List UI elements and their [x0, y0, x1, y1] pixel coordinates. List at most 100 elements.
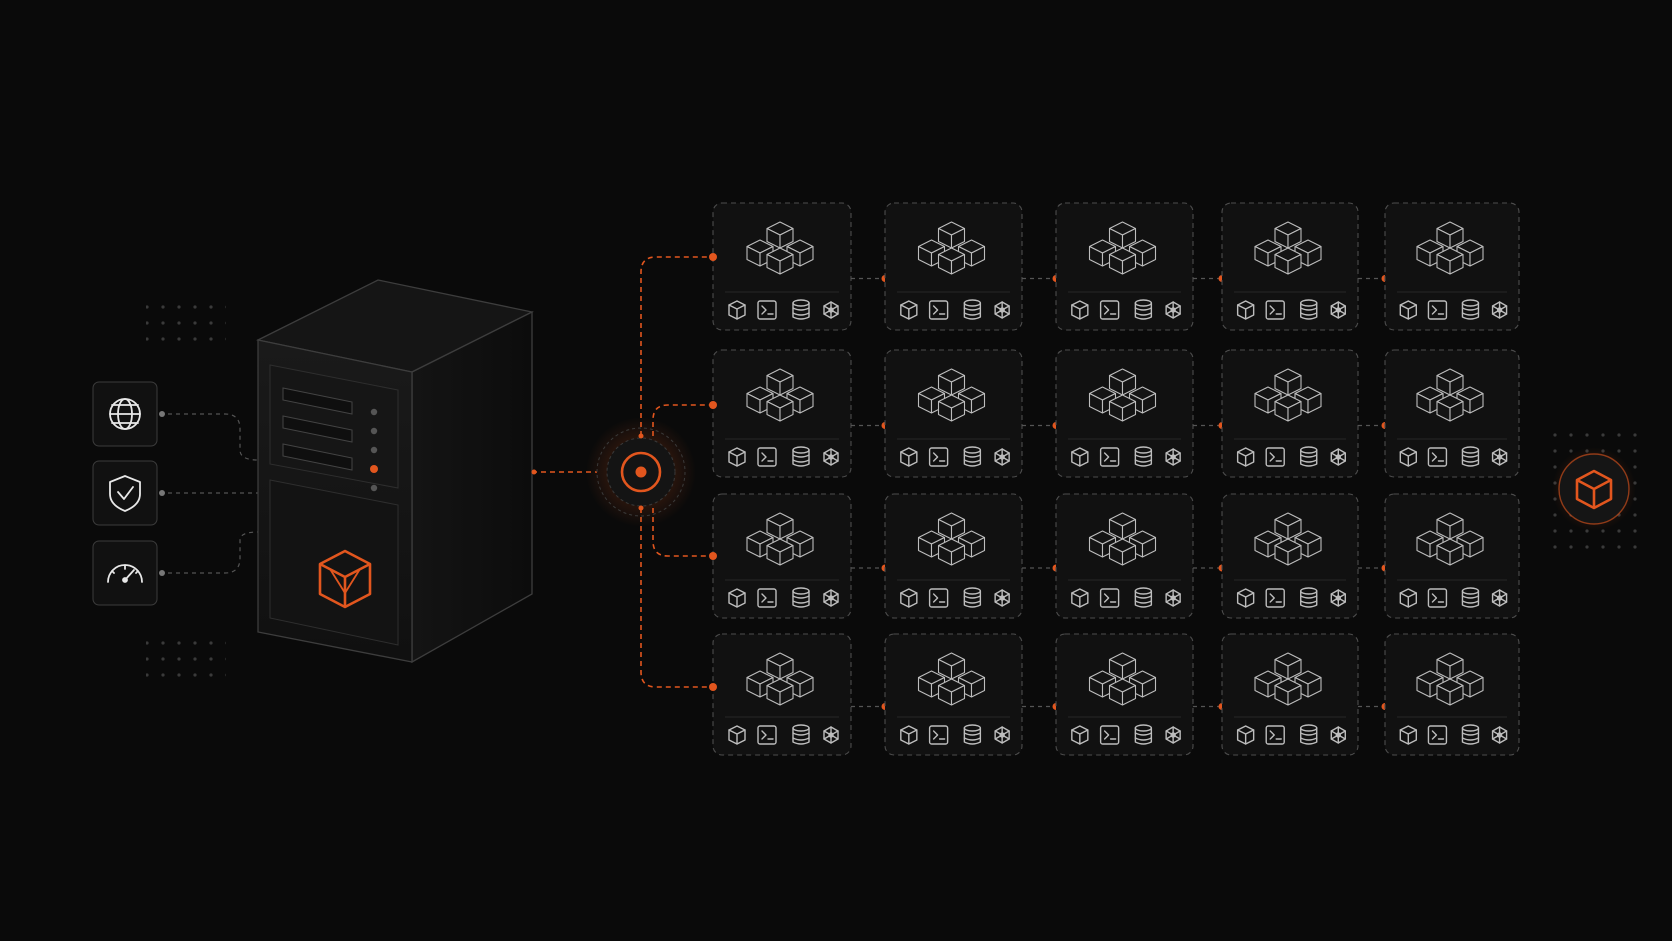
stacked-cubes-icon: [917, 221, 986, 275]
database-icon: [1300, 446, 1318, 467]
terminal-icon: [1099, 588, 1120, 608]
row-entry-dot: [709, 253, 717, 261]
stacked-cubes-icon: [1088, 652, 1157, 706]
database-icon: [1134, 724, 1153, 745]
network-icon: [994, 589, 1010, 607]
database-icon: [792, 587, 810, 608]
cube-output-icon: [1575, 469, 1613, 510]
network-icon: [1330, 301, 1346, 319]
left-icon-tile-speedometer: [92, 540, 158, 606]
box-icon: [728, 300, 746, 320]
stacked-cubes-icon: [746, 512, 814, 566]
box-icon: [900, 447, 918, 467]
database-icon: [1461, 446, 1480, 467]
stacked-cubes-icon: [1416, 652, 1484, 706]
container-cell: [1384, 202, 1520, 331]
stacked-cubes-icon: [1416, 221, 1484, 275]
hub-node: [586, 417, 696, 527]
database-icon: [963, 299, 982, 320]
network-icon: [823, 726, 839, 744]
database-icon: [1300, 724, 1318, 745]
stacked-cubes-icon: [917, 652, 986, 706]
server-status-leds: [370, 408, 378, 492]
terminal-icon: [1427, 725, 1448, 745]
terminal-icon: [1099, 300, 1120, 320]
box-icon: [900, 300, 918, 320]
database-icon: [1134, 299, 1153, 320]
stacked-cubes-icon: [746, 652, 814, 706]
container-cell: [1221, 349, 1359, 478]
terminal-icon: [1427, 588, 1448, 608]
container-cell: [1384, 493, 1520, 619]
container-cell: [712, 349, 852, 478]
terminal-icon: [928, 588, 949, 608]
terminal-icon: [757, 725, 777, 745]
container-cell: [1384, 349, 1520, 478]
network-icon: [1330, 726, 1346, 744]
terminal-icon: [1265, 588, 1285, 608]
box-icon: [728, 588, 746, 608]
box-icon: [1236, 447, 1255, 467]
row-entry-dot: [709, 683, 717, 691]
container-cell: [1055, 493, 1194, 619]
container-cell: [1384, 633, 1520, 756]
network-icon: [994, 301, 1010, 319]
globe-icon: [109, 398, 141, 430]
network-icon: [1165, 589, 1181, 607]
container-cell: [884, 633, 1023, 756]
database-icon: [963, 446, 982, 467]
box-icon: [1236, 725, 1255, 745]
box-icon: [1399, 447, 1417, 467]
dot-grid-top-left: [146, 296, 226, 344]
terminal-icon: [1099, 725, 1120, 745]
stacked-cubes-icon: [1088, 368, 1157, 422]
server-tower: [256, 279, 534, 664]
terminal-icon: [928, 725, 949, 745]
terminal-icon: [1265, 300, 1285, 320]
box-icon: [1071, 447, 1089, 467]
stacked-cubes-icon: [1254, 221, 1322, 275]
database-icon: [792, 724, 810, 745]
database-icon: [1300, 587, 1318, 608]
box-icon: [900, 725, 918, 745]
stacked-cubes-icon: [917, 368, 986, 422]
database-icon: [1134, 446, 1153, 467]
container-cell: [712, 493, 852, 619]
database-icon: [963, 724, 982, 745]
box-icon: [1236, 300, 1255, 320]
database-icon: [1461, 587, 1480, 608]
stacked-cubes-icon: [1088, 221, 1157, 275]
speedometer-icon: [107, 564, 143, 583]
hub-branches: [638, 256, 712, 688]
database-icon: [792, 446, 810, 467]
database-icon: [1134, 587, 1153, 608]
server-vents: [282, 387, 353, 471]
network-icon: [1491, 726, 1508, 744]
dot-grid-bottom-left: [146, 638, 226, 686]
stacked-cubes-icon: [1416, 512, 1484, 566]
left-icon-tile-globe: [92, 381, 158, 447]
database-icon: [1300, 299, 1318, 320]
network-icon: [823, 589, 839, 607]
box-icon: [900, 588, 918, 608]
row-entry-dot: [709, 401, 717, 409]
network-icon: [1330, 589, 1346, 607]
container-cell: [1055, 202, 1194, 331]
terminal-icon: [1427, 447, 1448, 467]
container-cell: [1221, 493, 1359, 619]
network-icon: [1491, 448, 1508, 466]
stacked-cubes-icon: [1254, 368, 1322, 422]
container-cell: [712, 633, 852, 756]
container-cell: [1055, 349, 1194, 478]
terminal-icon: [928, 300, 949, 320]
box-icon: [1071, 300, 1089, 320]
database-icon: [1461, 299, 1480, 320]
terminal-icon: [1099, 447, 1120, 467]
network-icon: [1165, 301, 1181, 319]
output-node: [1552, 447, 1636, 531]
box-icon: [1236, 588, 1255, 608]
left-icon-tile-shield: [92, 460, 158, 526]
terminal-icon: [757, 447, 777, 467]
container-cell: [884, 493, 1023, 619]
